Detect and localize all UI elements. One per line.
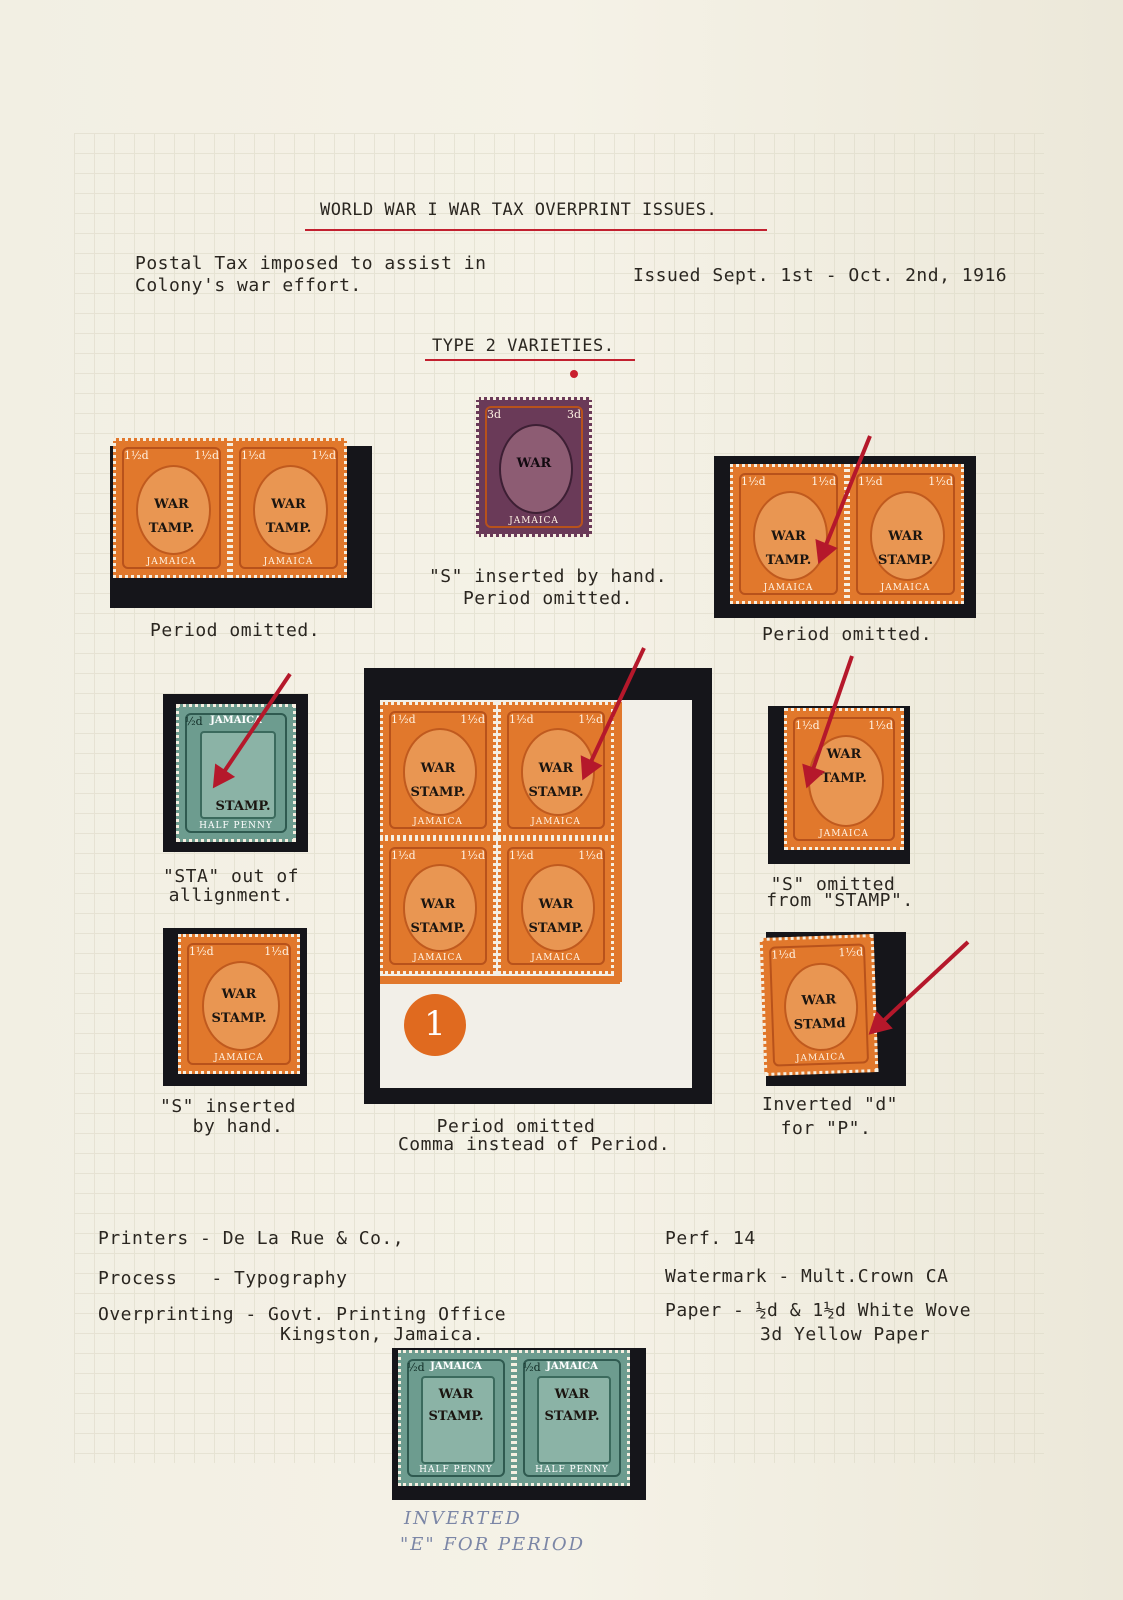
caption-s-hand-line2: by hand. xyxy=(192,1116,284,1137)
overprinting-line1: Overprinting - Govt. Printing Office xyxy=(98,1304,507,1325)
intro-text-line2: Colony's war effort. xyxy=(135,275,362,296)
caption-sta-line2: allignment. xyxy=(168,885,294,906)
overprinting-line2: Kingston, Jamaica. xyxy=(280,1324,485,1345)
stamp-sta-misaligned: ½d JAMAICA STAMP. HALF PENNY xyxy=(176,704,296,842)
caption-pair-left: Period omitted. xyxy=(150,620,321,641)
caption-s-omitted-line2: from "STAMP". xyxy=(766,890,914,911)
intro-text-line1: Postal Tax imposed to assist in xyxy=(135,253,487,274)
caption-block-line1: Period omitted xyxy=(436,1116,596,1137)
caption-3d-line1: "S" inserted by hand. xyxy=(428,566,668,587)
plate-margin-strip-side xyxy=(614,702,622,982)
caption-inverted-line1: Inverted "d" xyxy=(761,1094,899,1115)
printers-text: Printers - De La Rue & Co., xyxy=(98,1228,405,1249)
plate-number: 1 xyxy=(404,994,466,1056)
perf-text: Perf. 14 xyxy=(665,1228,756,1249)
red-marker xyxy=(570,370,578,378)
caption-sta-line1: "STA" out of xyxy=(162,866,300,887)
page-title: WORLD WAR I WAR TAX OVERPRINT ISSUES. xyxy=(320,200,718,220)
subtitle-underline xyxy=(425,359,635,361)
caption-block-line2: Comma instead of Period. xyxy=(397,1134,671,1155)
issued-date: Issued Sept. 1st - Oct. 2nd, 1916 xyxy=(633,265,1008,286)
paper-line1: Paper - ½d & 1½d White Wove xyxy=(665,1300,972,1321)
plate-margin-strip xyxy=(380,976,620,984)
caption-3d-line2: Period omitted. xyxy=(462,588,634,609)
watermark-text: Watermark - Mult.Crown CA xyxy=(665,1266,949,1287)
paper-line2: 3d Yellow Paper xyxy=(760,1324,931,1345)
caption-s-hand-line1: "S" inserted xyxy=(159,1096,297,1117)
section-subtitle: TYPE 2 VARIETIES. xyxy=(432,336,615,356)
process-text: Process - Typography xyxy=(98,1268,348,1289)
caption-pair-right: Period omitted. xyxy=(762,624,933,645)
title-underline xyxy=(305,229,767,231)
handwritten-note-line1: INVERTED xyxy=(404,1508,522,1529)
caption-inverted-line2: for "P". xyxy=(780,1118,872,1139)
handwritten-note-line2: "E" FOR PERIOD xyxy=(400,1534,586,1555)
caption-s-omitted-line1: "S" omitted xyxy=(770,874,896,895)
